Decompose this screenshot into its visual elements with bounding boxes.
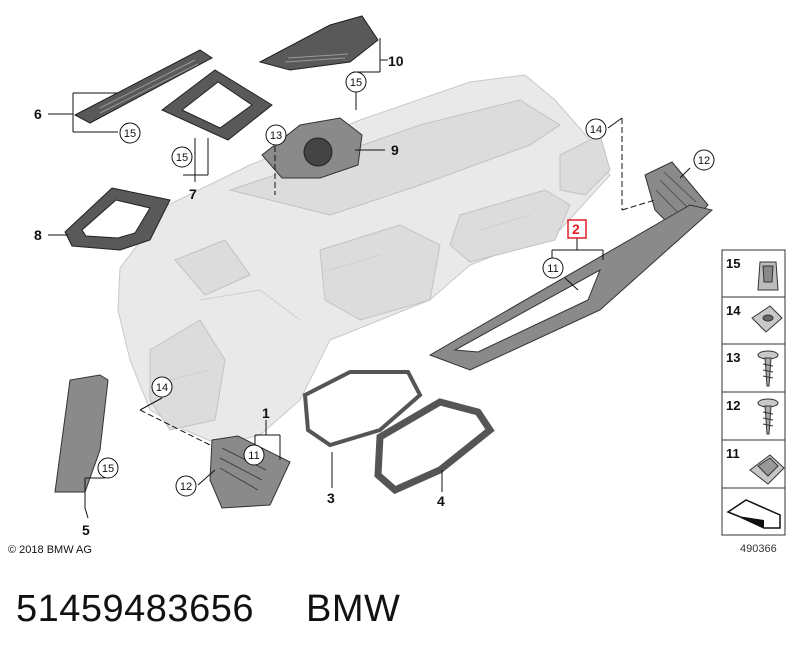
brand-name: BMW xyxy=(305,588,401,630)
svg-text:14: 14 xyxy=(590,124,602,136)
legend-item-12: 12 xyxy=(726,398,779,435)
display-frame-part xyxy=(161,69,273,141)
svg-text:15: 15 xyxy=(350,77,362,89)
upper-cover-part xyxy=(258,15,379,71)
callout-1: 1 xyxy=(262,405,270,421)
screw-icon xyxy=(757,350,779,387)
circle-callout-12-b: 12 xyxy=(175,475,197,497)
callout-10: 10 xyxy=(388,53,404,69)
arrow-icon xyxy=(726,499,781,529)
clip-icon xyxy=(757,261,779,291)
callout-9: 9 xyxy=(391,142,399,158)
part-footer: 51459483656 BMW xyxy=(16,588,452,631)
circle-callout-15-a: 15 xyxy=(345,71,367,93)
svg-text:11: 11 xyxy=(547,263,558,275)
circle-callout-13: 13 xyxy=(265,124,287,146)
copyright: © 2018 BMW AG xyxy=(8,544,92,556)
left-vent-slats xyxy=(219,447,267,491)
svg-text:12: 12 xyxy=(726,398,740,413)
svg-text:15: 15 xyxy=(726,256,740,271)
callout-5: 5 xyxy=(82,522,90,538)
legend-item-14: 14 xyxy=(726,303,783,333)
cover-grille xyxy=(284,53,349,63)
part-number: 51459483656 xyxy=(16,588,254,630)
fastener-legend: 15 14 13 12 xyxy=(721,249,786,536)
circle-callout-15-b: 15 xyxy=(119,122,141,144)
clip-nut-icon xyxy=(749,454,785,485)
circle-callout-15-d: 15 xyxy=(97,457,119,479)
bracket-opening xyxy=(303,137,333,167)
dashboard-carrier xyxy=(117,74,611,446)
callout-8: 8 xyxy=(34,227,42,243)
svg-text:14: 14 xyxy=(156,382,168,394)
callout-2-highlight xyxy=(567,219,587,239)
svg-text:11: 11 xyxy=(248,450,259,462)
legend-item-arrow xyxy=(726,499,781,529)
circle-callout-14-a: 14 xyxy=(585,118,607,140)
svg-text:14: 14 xyxy=(726,303,741,318)
circle-callout-11-b: 11 xyxy=(243,444,265,466)
legend-item-13: 13 xyxy=(726,350,779,387)
trim-strip-texture xyxy=(99,59,199,114)
svg-text:12: 12 xyxy=(180,481,192,493)
legend-item-11: 11 xyxy=(726,446,785,485)
svg-text:13: 13 xyxy=(270,130,282,142)
nut-icon xyxy=(751,305,783,333)
circle-callout-12-a: 12 xyxy=(693,149,715,171)
callout-6: 6 xyxy=(34,106,42,122)
circle-callout-11-a: 11 xyxy=(542,257,564,279)
callout-3: 3 xyxy=(327,490,335,506)
right-trim-part xyxy=(428,204,714,371)
image-number: 490366 xyxy=(740,543,777,555)
screw-icon xyxy=(757,398,779,435)
legend-item-15: 15 xyxy=(726,256,779,291)
callout-7: 7 xyxy=(189,186,197,202)
svg-text:15: 15 xyxy=(102,463,114,475)
svg-text:15: 15 xyxy=(176,152,188,164)
vent-frame-part xyxy=(64,187,171,251)
svg-text:12: 12 xyxy=(698,155,710,167)
circle-callout-14-b: 14 xyxy=(151,376,173,398)
svg-text:11: 11 xyxy=(726,446,740,461)
circle-callout-15-c: 15 xyxy=(171,146,193,168)
instrument-cover-part xyxy=(374,398,495,495)
callout-4: 4 xyxy=(437,493,445,509)
svg-text:15: 15 xyxy=(124,128,136,140)
left-vent-part xyxy=(209,435,291,509)
svg-text:13: 13 xyxy=(726,350,740,365)
instrument-frame-part xyxy=(302,370,423,448)
callout-2: 2 xyxy=(572,221,580,237)
